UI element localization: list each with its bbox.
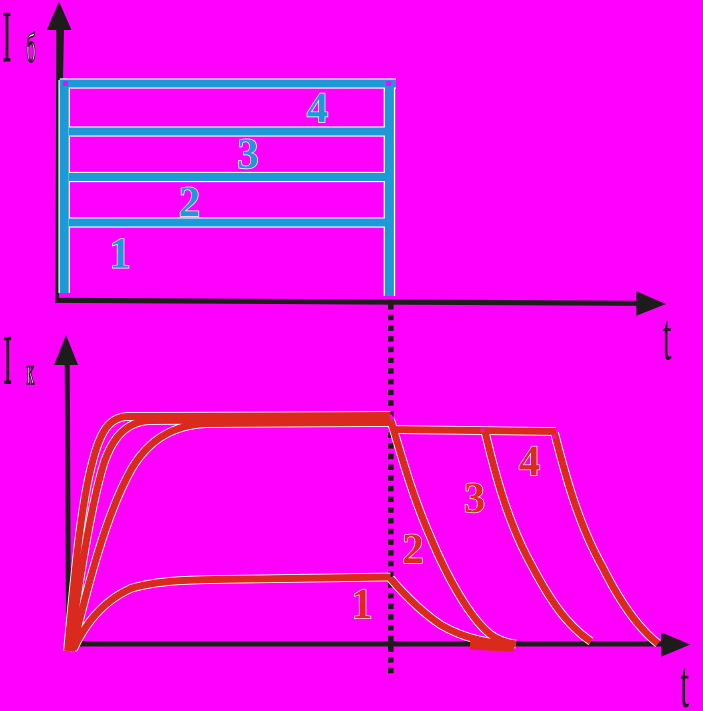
svg-text:t: t bbox=[663, 301, 672, 375]
svg-text:1: 1 bbox=[351, 581, 373, 628]
svg-text:3: 3 bbox=[237, 131, 259, 178]
svg-text:2: 2 bbox=[179, 179, 201, 226]
svg-text:1: 1 bbox=[109, 231, 131, 278]
svg-text:3: 3 bbox=[464, 475, 486, 522]
svg-text:4: 4 bbox=[307, 85, 329, 132]
svg-text:2: 2 bbox=[402, 526, 424, 573]
svg-text:б: б bbox=[26, 25, 35, 70]
svg-text:4: 4 bbox=[519, 438, 541, 485]
svg-text:к: к bbox=[27, 351, 35, 393]
svg-text:t: t bbox=[680, 648, 689, 711]
